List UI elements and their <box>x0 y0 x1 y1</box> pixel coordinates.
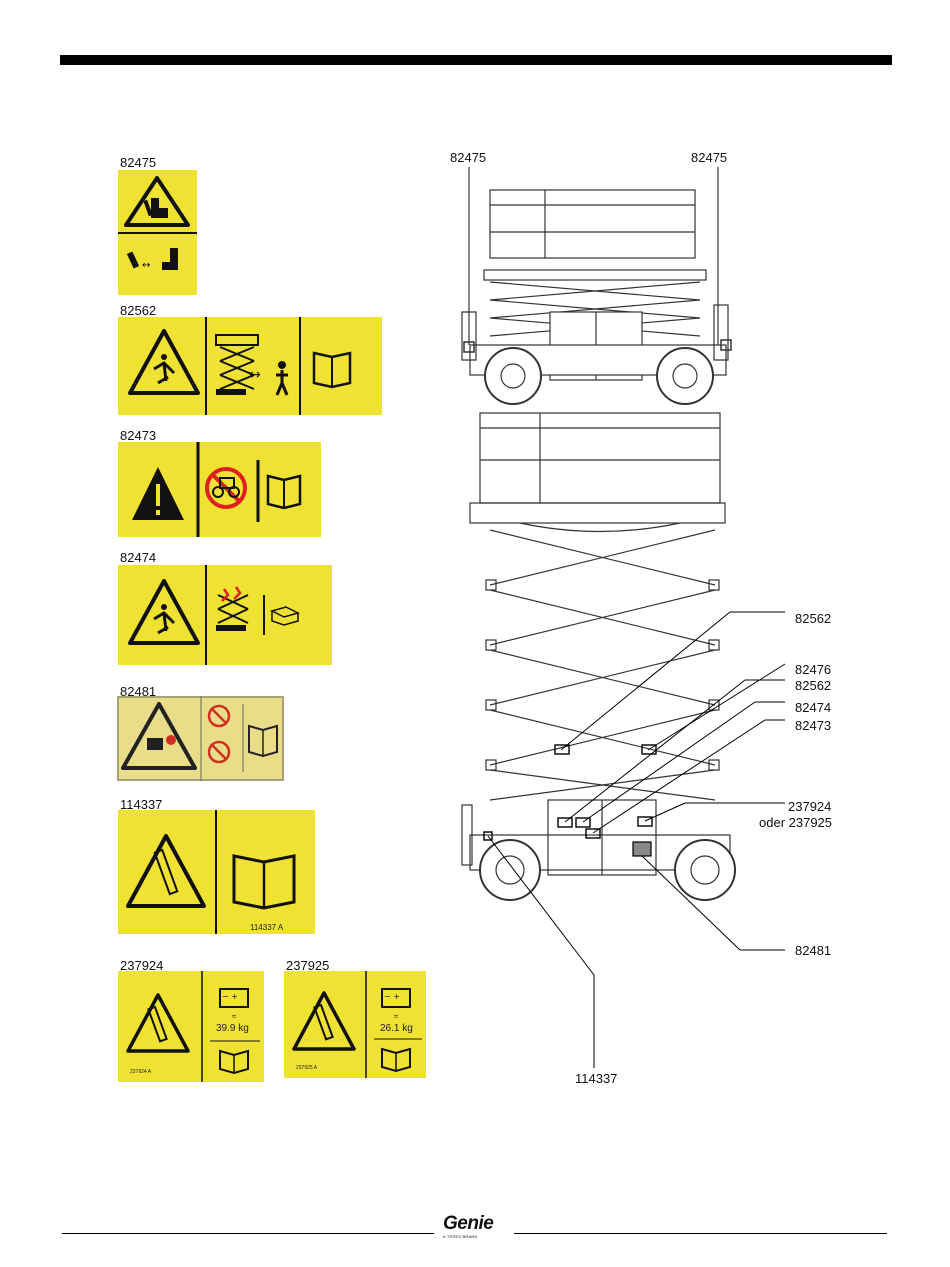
logo-tagline: A TEREX BRAND <box>443 1234 509 1239</box>
decal-237924-weight: 39.9 kg <box>216 1023 249 1034</box>
decal-114337-part-number: 114337 A <box>250 923 283 932</box>
callout-82562-lower: 82562 <box>795 678 831 693</box>
decal-82473 <box>118 442 321 537</box>
decal-237924: − + ≈ 39.9 kg 237924 A <box>118 971 264 1082</box>
header-bar <box>60 55 892 65</box>
svg-text:↔: ↔ <box>249 367 261 383</box>
footer-rule-right <box>514 1233 887 1234</box>
decal-237925-weight: 26.1 kg <box>380 1023 413 1034</box>
decal-82562: ↔ <box>118 317 382 415</box>
decal-114337: 114337 A <box>118 810 315 934</box>
logo-brand: Genie <box>443 1214 509 1234</box>
callout-237924: 237924 <box>788 799 831 814</box>
callout-114337: 114337 <box>575 1071 617 1086</box>
callout-82476: 82476 <box>795 662 831 677</box>
callout-oder-237925: oder 237925 <box>759 815 832 830</box>
decal-82475: ↔ <box>118 170 197 295</box>
footer-rule-left <box>62 1233 434 1234</box>
svg-text:− +: − + <box>384 992 400 1001</box>
decal-237925-part-number: 237925 A <box>296 1065 317 1071</box>
decal-237924-approx: ≈ <box>232 1012 236 1021</box>
decal-237925: − + ≈ 26.1 kg 237925 A <box>284 971 426 1078</box>
diagram-label-82475-right: 82475 <box>691 150 727 165</box>
decal-82474 <box>118 565 332 665</box>
decal-code-82562: 82562 <box>120 303 156 318</box>
callout-82474: 82474 <box>795 700 831 715</box>
callout-82562-upper: 82562 <box>795 611 831 626</box>
decal-code-82474: 82474 <box>120 550 156 565</box>
svg-text:↔: ↔ <box>142 260 150 271</box>
genie-logo: Genie A TEREX BRAND <box>443 1214 509 1239</box>
svg-text:− +: − + <box>222 992 238 1001</box>
decal-code-82475: 82475 <box>120 155 156 170</box>
callout-82481: 82481 <box>795 943 831 958</box>
decal-code-82473: 82473 <box>120 428 156 443</box>
decal-237924-part-number: 237924 A <box>130 1069 151 1075</box>
decal-237925-approx: ≈ <box>394 1012 398 1021</box>
diagram-label-82475-left: 82475 <box>450 150 486 165</box>
decal-82481 <box>117 696 284 781</box>
callout-82473: 82473 <box>795 718 831 733</box>
